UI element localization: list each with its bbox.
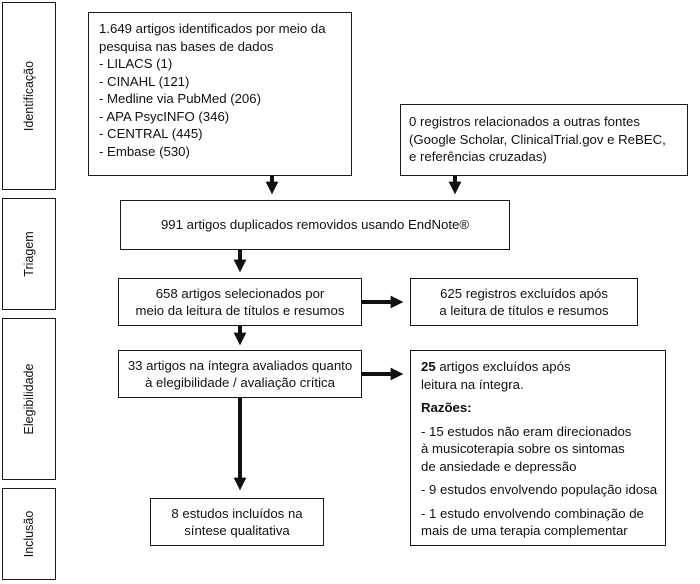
reason-line: - 1 estudo envolvendo combinação de bbox=[421, 505, 644, 521]
excluded-titles-line2: a leitura de títulos e resumos bbox=[439, 303, 609, 318]
phase-triagem: Triagem bbox=[2, 198, 56, 310]
fulltext-box: 33 artigos na íntegra avaliados quanto à… bbox=[118, 350, 362, 398]
other-sources-line2: (Google Scholar, ClinicalTrial.gov e ReB… bbox=[409, 131, 666, 147]
reason-2: - 9 estudos envolvendo população idosa bbox=[421, 481, 658, 499]
other-sources-line3: e referências cruzadas) bbox=[409, 149, 547, 164]
excluded-fulltext-line1: 25 artigos excluídos após bbox=[421, 358, 655, 376]
fulltext-line2: à elegibilidade / avaliação crítica bbox=[145, 375, 335, 390]
selected-line2: meio da leitura de títulos e resumos bbox=[135, 303, 345, 318]
database-item: - CINAHL (121) bbox=[99, 73, 190, 89]
phase-elegibilidade-label: Elegibilidade bbox=[22, 363, 36, 435]
databases-line2: pesquisa nas bases de dados bbox=[99, 38, 274, 54]
reason-line: mais de uma terapia complementar bbox=[421, 523, 628, 538]
databases-box: 1.649 artigos identificados por meio da … bbox=[88, 12, 352, 176]
excluded-fulltext-box: 25 artigos excluídos após leitura na ínt… bbox=[410, 350, 666, 546]
reason-line: - 15 estudos não eram direcionados bbox=[421, 423, 632, 439]
reasons-title: Razões: bbox=[421, 400, 472, 415]
phase-triagem-label: Triagem bbox=[22, 231, 36, 277]
duplicates-box: 991 artigos duplicados removidos usando … bbox=[120, 200, 510, 250]
excluded-titles-box: 625 registros excluídos após a leitura d… bbox=[410, 278, 638, 326]
database-item: - Medline via PubMed (206) bbox=[99, 91, 261, 106]
included-box: 8 estudos incluídos na síntese qualitati… bbox=[150, 498, 324, 546]
reason-1: - 15 estudos não eram direcionados à mus… bbox=[421, 423, 655, 476]
reason-line: à musicoterapia sobre os sintomas bbox=[421, 441, 625, 456]
reason-line: - 9 estudos envolvendo população idosa bbox=[421, 482, 658, 497]
fulltext-line1: 33 artigos na íntegra avaliados quanto bbox=[127, 357, 353, 373]
phase-inclusao: Inclusão bbox=[2, 488, 56, 580]
selected-line1: 658 artigos selecionados por bbox=[155, 285, 325, 301]
other-sources-box: 0 registros relacionados a outras fontes… bbox=[400, 104, 688, 176]
phase-identificacao: Identificação bbox=[2, 2, 56, 190]
excluded-fulltext-line1-rest: artigos excluídos após bbox=[435, 359, 571, 374]
duplicates-text: 991 artigos duplicados removidos usando … bbox=[160, 217, 470, 233]
phase-identificacao-label: Identificação bbox=[22, 60, 36, 132]
excluded-fulltext-count: 25 bbox=[421, 359, 436, 374]
database-item: - CENTRAL (445) bbox=[99, 126, 203, 141]
excluded-titles-line1: 625 registros excluídos após bbox=[440, 285, 608, 301]
reason-line: de ansiedade e depressão bbox=[421, 458, 577, 474]
phase-inclusao-label: Inclusão bbox=[22, 510, 36, 558]
other-sources-line1: 0 registros relacionados a outras fontes bbox=[409, 114, 640, 129]
included-line1: 8 estudos incluídos na bbox=[171, 505, 303, 521]
database-item: - APA PsycINFO (346) bbox=[99, 108, 230, 124]
database-item: - Embase (530) bbox=[99, 143, 190, 159]
phase-elegibilidade: Elegibilidade bbox=[2, 318, 56, 480]
database-item: - LILACS (1) bbox=[99, 56, 173, 71]
excluded-fulltext-line2: leitura na íntegra. bbox=[421, 376, 524, 392]
selected-box: 658 artigos selecionados por meio da lei… bbox=[118, 278, 362, 326]
included-line2: síntese qualitativa bbox=[184, 523, 290, 538]
reason-3: - 1 estudo envolvendo combinação de mais… bbox=[421, 505, 655, 540]
databases-line1: 1.649 artigos identificados por meio da bbox=[99, 21, 326, 36]
